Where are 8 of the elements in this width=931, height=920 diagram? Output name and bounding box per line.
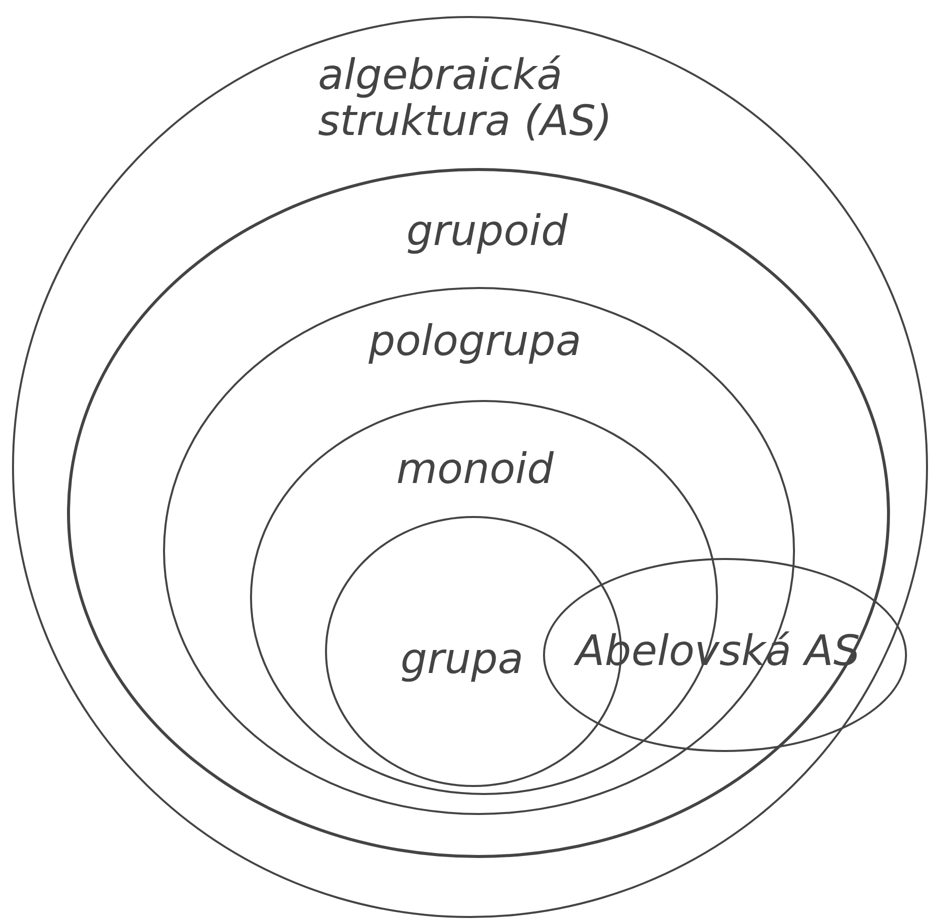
set-ellipse: [67, 168, 890, 858]
set-ellipse: [12, 16, 928, 918]
set-label: pologrupa: [368, 318, 582, 364]
set-ellipse: [163, 287, 795, 815]
set-label: algebraická struktura (AS): [318, 52, 614, 144]
set-label: grupoid: [405, 208, 569, 254]
set-label: grupa: [400, 636, 524, 682]
set-label: monoid: [395, 446, 555, 492]
